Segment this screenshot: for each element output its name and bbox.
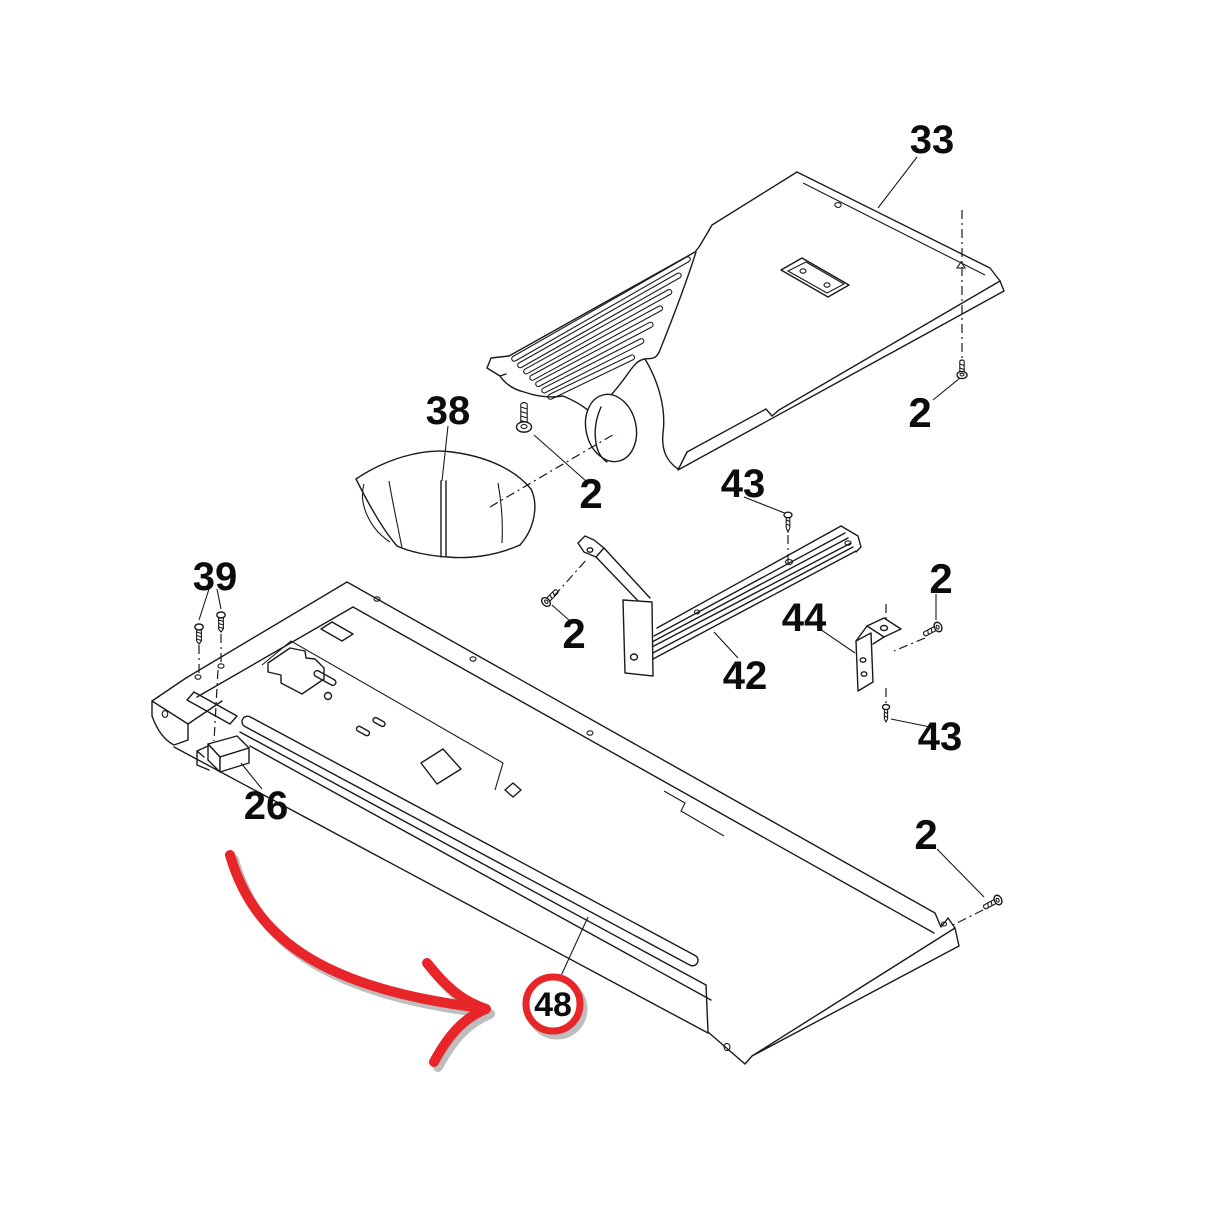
screws <box>194 359 1003 910</box>
label-2e: 2 <box>914 811 937 858</box>
label-48: 48 <box>534 986 572 1024</box>
assembly-lines <box>198 210 984 927</box>
leader-lines <box>198 156 985 979</box>
screw-2a <box>515 401 533 433</box>
part-33-panel <box>486 171 1005 471</box>
part-38-elbow <box>355 450 536 559</box>
label-33: 33 <box>910 118 955 162</box>
screw-2d <box>956 359 968 380</box>
screw-2e <box>983 894 1003 910</box>
label-44: 44 <box>782 596 827 640</box>
screw-2b <box>540 589 559 608</box>
screw-43b <box>881 703 891 724</box>
label-26: 26 <box>244 784 289 828</box>
part-26-block <box>196 735 250 773</box>
label-42: 42 <box>723 654 768 698</box>
screw-39-left <box>194 623 204 645</box>
part-42-rail <box>577 525 862 677</box>
part-44-bracket <box>855 617 902 692</box>
label-39: 39 <box>193 555 238 599</box>
screw-2c <box>923 621 943 637</box>
screw-39-right <box>216 611 226 633</box>
label-2c: 2 <box>929 555 952 602</box>
label-2d: 2 <box>908 389 931 436</box>
highlight-circle <box>522 973 588 1040</box>
label-2a: 2 <box>579 470 602 517</box>
label-2b: 2 <box>562 610 585 657</box>
part-labels: 33 38 39 2 2 2 2 2 43 43 42 44 26 48 <box>193 118 963 1024</box>
part-48-panel <box>151 581 960 1065</box>
label-43b: 43 <box>918 715 963 759</box>
highlight-arrow <box>225 850 495 1072</box>
screw-43a <box>783 511 793 534</box>
label-38: 38 <box>426 389 471 433</box>
label-43a: 43 <box>721 462 766 506</box>
